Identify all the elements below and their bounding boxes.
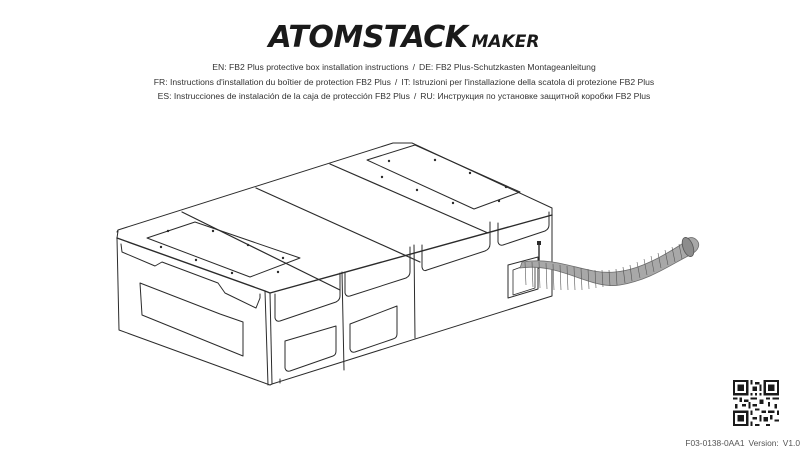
title-separator: / bbox=[412, 62, 415, 72]
brand-name: ATOMSTACK bbox=[268, 20, 468, 55]
title-line-1: EN: FB2 Plus protective box installation… bbox=[0, 60, 808, 75]
version-value: V1.0 bbox=[782, 438, 800, 448]
title-separator: / bbox=[394, 76, 398, 87]
document-titles: EN: FB2 Plus protective box installation… bbox=[0, 60, 808, 104]
exhaust-hose bbox=[519, 237, 699, 291]
version-label: Version: bbox=[748, 438, 779, 448]
title-es: ES: Instrucciones de instalación de la c… bbox=[157, 91, 410, 101]
title-en: EN: FB2 Plus protective box installation… bbox=[212, 62, 409, 72]
title-line-2: FR: Instructions d'installation du boîti… bbox=[0, 75, 808, 90]
document-code: F03-0138-0AA1 bbox=[685, 438, 745, 448]
title-separator: / bbox=[413, 91, 417, 101]
title-it: IT: Istruzioni per l'installazione della… bbox=[401, 76, 655, 87]
title-fr: FR: Instructions d'installation du boîti… bbox=[153, 76, 391, 87]
title-ru: RU: Инструкция по установке защитной кор… bbox=[420, 91, 651, 101]
qr-code-icon[interactable] bbox=[733, 380, 779, 426]
brand-suffix: MAKER bbox=[471, 32, 540, 52]
title-line-3: ES: Instrucciones de instalación de la c… bbox=[0, 89, 808, 104]
title-de: DE: FB2 Plus-Schutzkasten Montageanleitu… bbox=[418, 62, 596, 72]
box-top-outline bbox=[116, 142, 553, 233]
